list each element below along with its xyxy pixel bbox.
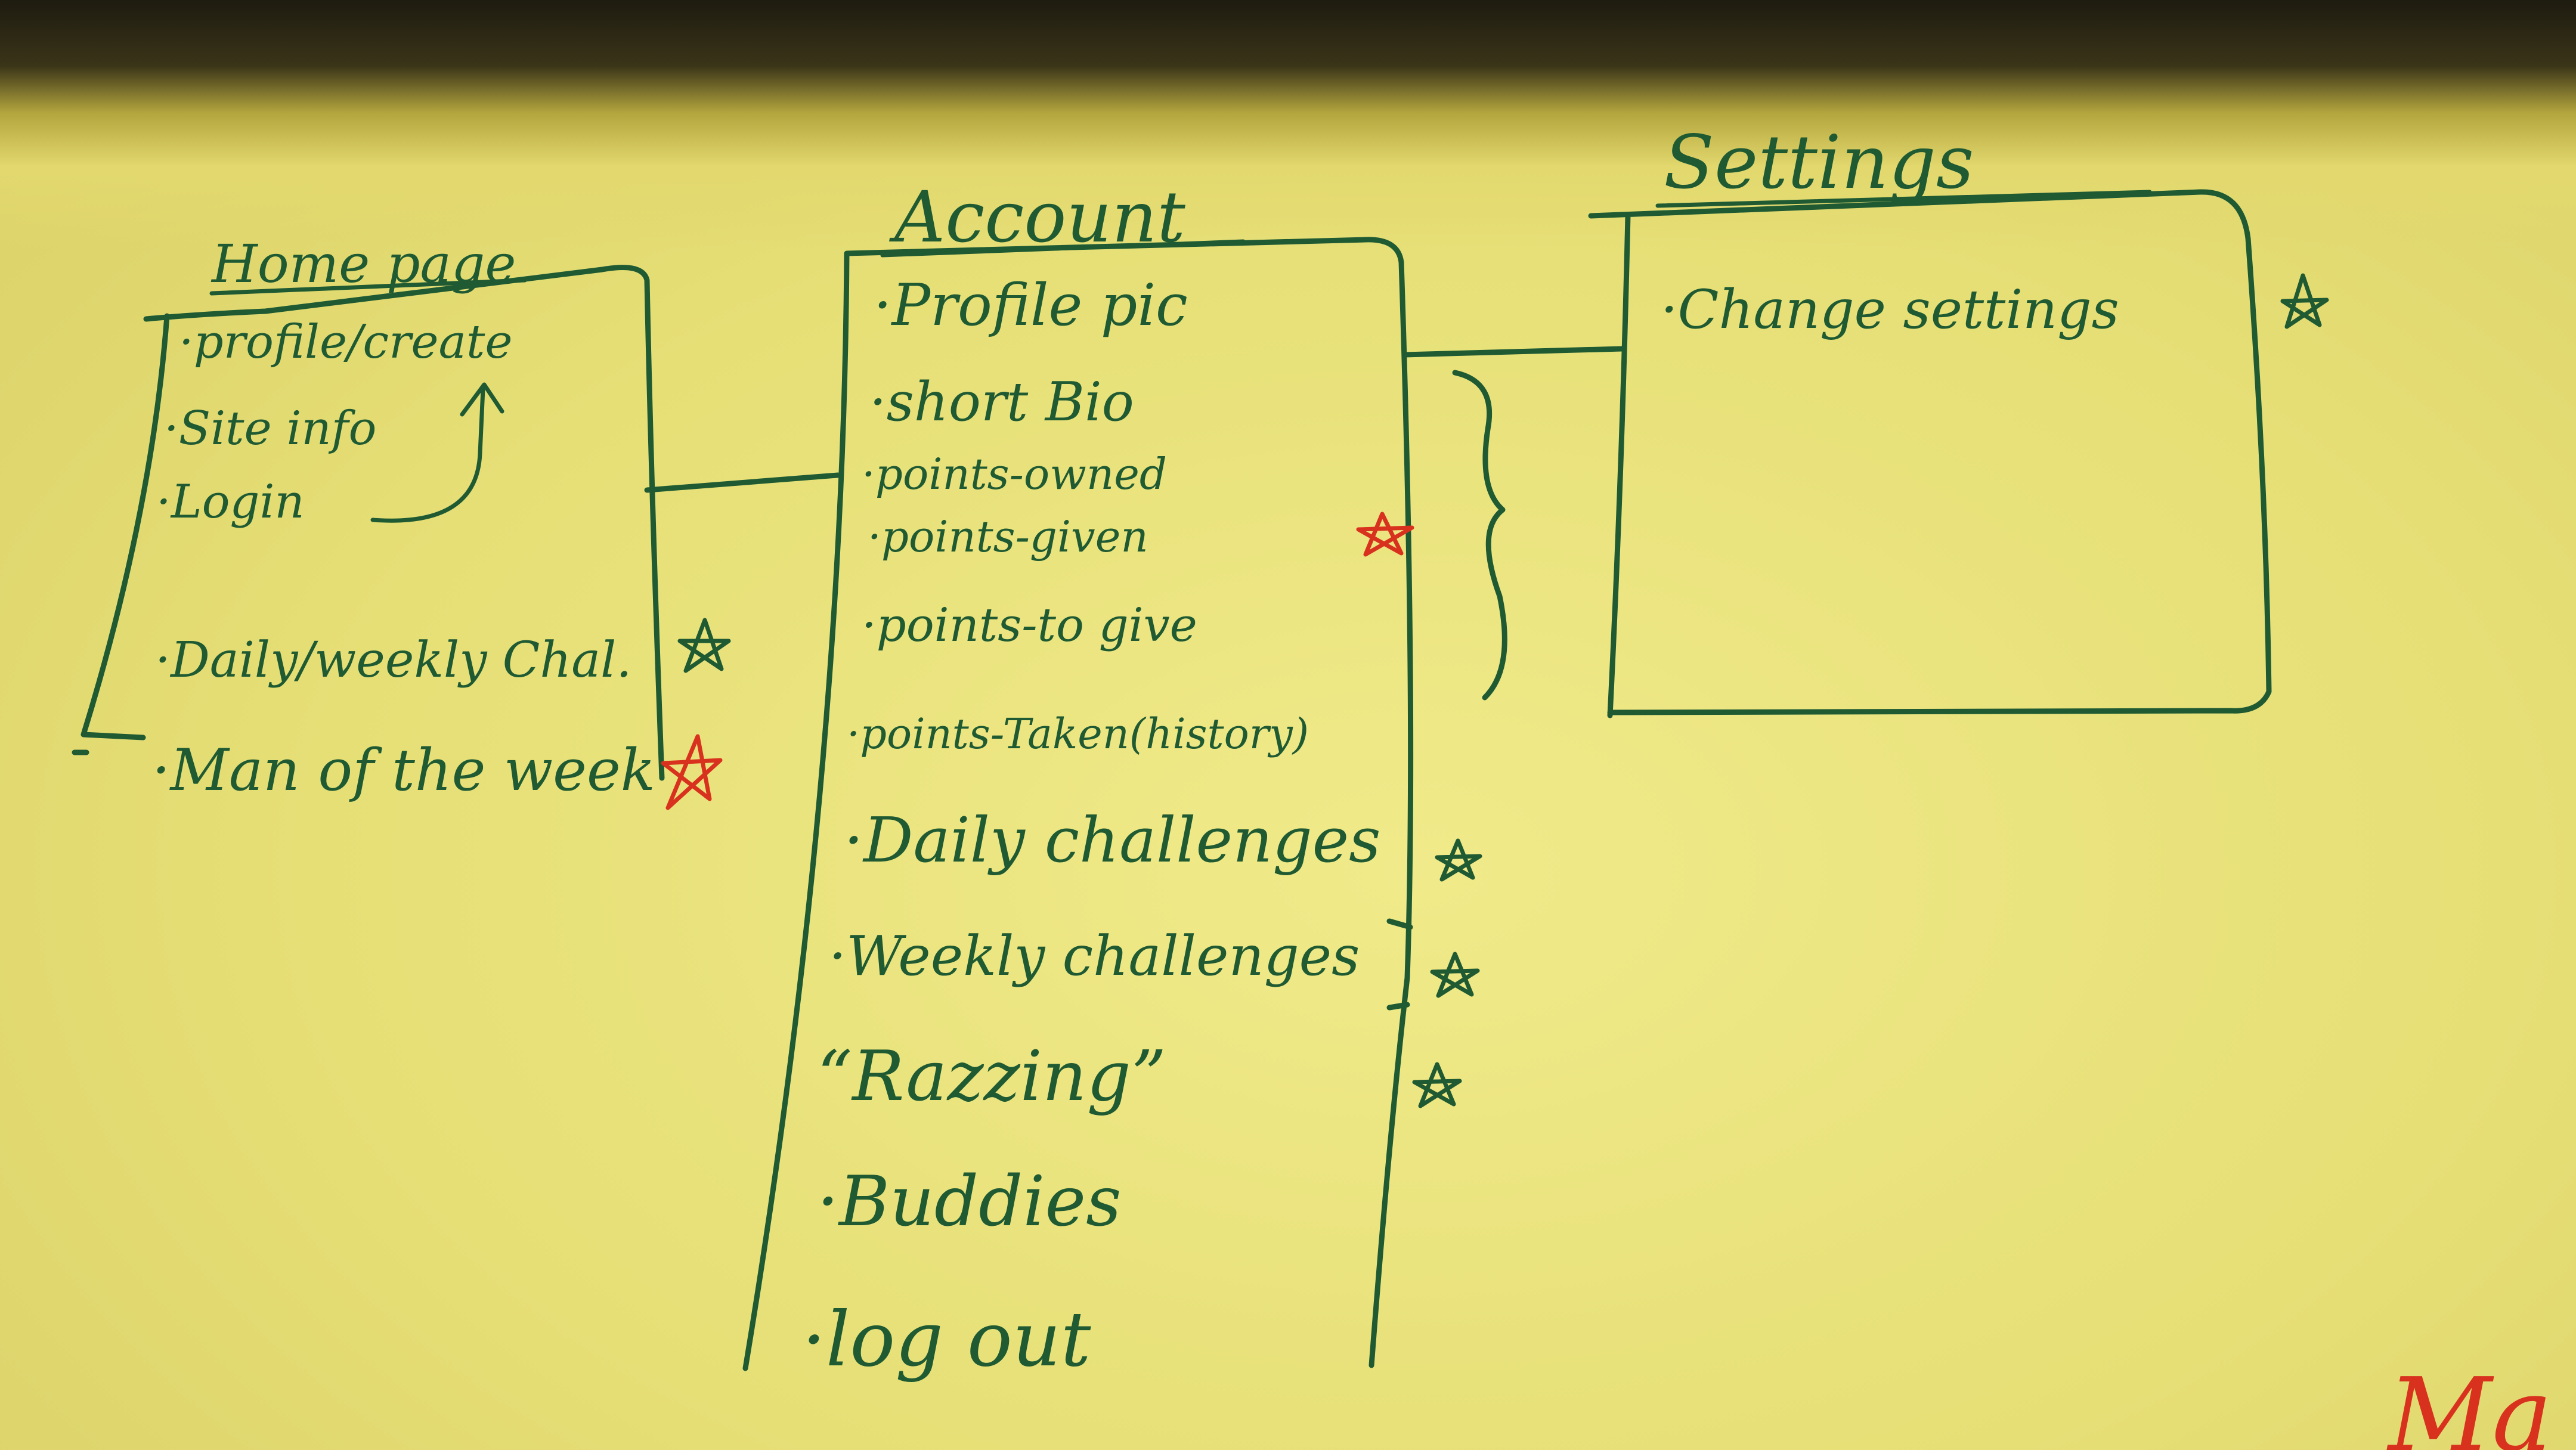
- star-icon-razzing: [1412, 1062, 1462, 1108]
- account-item-profile-pic: ·Profile pic: [874, 272, 1188, 339]
- edge-fragment-text: Ma: [2386, 1356, 2552, 1450]
- settings-item-change-settings: ·Change settings: [1661, 278, 2119, 341]
- connector-account-settings: [1401, 346, 1625, 358]
- star-icon-weekly: [1430, 952, 1480, 998]
- settings-box: Settings ·Change settings: [1588, 120, 2329, 718]
- homepage-item-man-of-week: ·Man of the week: [152, 737, 655, 804]
- account-item-points-given: ·points-given: [868, 512, 1148, 562]
- account-item-daily-challenges: ·Daily challenges: [844, 804, 1381, 876]
- points-brace: [1452, 370, 1507, 701]
- star-icon-settings: [2280, 273, 2329, 329]
- account-title-underline: [880, 239, 1246, 258]
- account-item-short-bio: ·short Bio: [869, 371, 1134, 433]
- star-icon: [677, 618, 731, 673]
- account-item-razzing: “Razzing”: [817, 1036, 1166, 1117]
- account-item-log-out: ·log out: [802, 1296, 1091, 1383]
- connector-home-account: [644, 472, 841, 493]
- account-item-points-to-give: ·points-to give: [862, 599, 1197, 652]
- account-box: Account ·Profile pic ·short Bio ·points-…: [742, 176, 1507, 1383]
- login-to-create-arrow: [370, 382, 504, 523]
- settings-box-outline: [1588, 189, 2272, 718]
- star-icon-daily: [1435, 838, 1482, 882]
- account-item-points-taken: ·points-Taken(history): [847, 709, 1309, 758]
- settings-title: Settings: [1664, 120, 1974, 206]
- homepage-item-site-info: ·Site info: [164, 402, 376, 456]
- homepage-title-underline: [209, 278, 527, 296]
- homepage-box: Home page ·profile/create ·Site info ·Lo…: [72, 233, 731, 810]
- homepage-item-login: ·Login: [156, 475, 305, 529]
- account-box-outline: [742, 237, 1414, 1371]
- account-item-buddies: ·Buddies: [817, 1161, 1122, 1242]
- homepage-item-profile-create: ·profile/create: [179, 315, 513, 369]
- homepage-box-outline: [72, 265, 665, 781]
- account-item-points-owned: ·points-owned: [862, 449, 1167, 499]
- homepage-item-challenges: ·Daily/weekly Chal.: [155, 632, 631, 689]
- account-item-weekly-challenges: ·Weekly challenges: [829, 924, 1360, 988]
- red-star-icon: [661, 734, 723, 810]
- red-star-icon-points: [1356, 512, 1414, 557]
- settings-title-underline: [1655, 190, 2152, 208]
